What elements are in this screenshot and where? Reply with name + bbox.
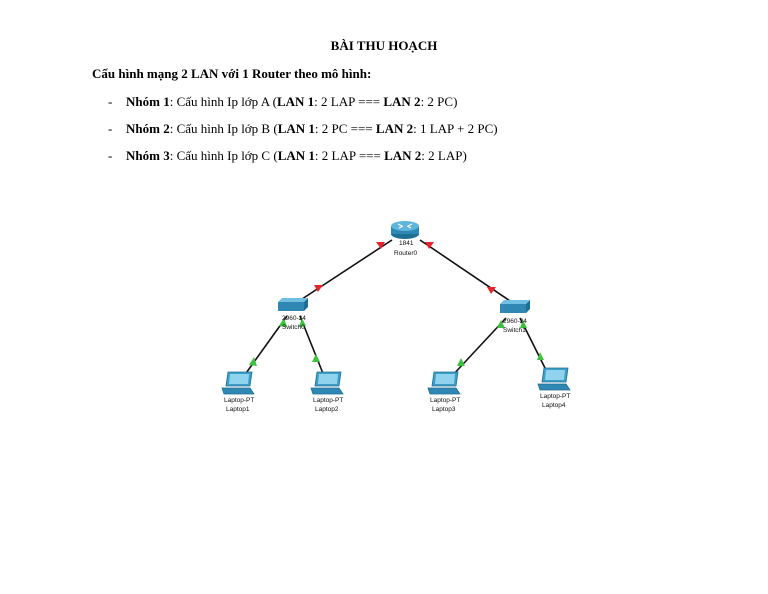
group-text: : 2 PC) [420, 94, 458, 109]
group-text: : 2 LAP) [421, 148, 467, 163]
group-text: : 1 LAP + 2 PC) [413, 121, 498, 136]
link-up-marker [497, 320, 505, 328]
link-router-switch0 [295, 239, 393, 304]
group-text: : 2 LAP === [314, 148, 385, 163]
lan2-label: LAN 2 [384, 148, 422, 163]
group-item: -Nhóm 1: Cấu hình Ip lớp A (LAN 1: 2 LAP… [108, 94, 457, 110]
router-name-label: Router0 [394, 250, 418, 257]
laptop4-name-label: Laptop4 [542, 402, 566, 409]
lan1-label: LAN 1 [277, 148, 315, 163]
switch-icon [500, 300, 530, 313]
link-up-marker [299, 318, 306, 327]
bullet-dash: - [108, 148, 113, 163]
link-up-marker [457, 358, 465, 366]
laptop-icon [221, 371, 255, 395]
group-item: -Nhóm 3: Cấu hình Ip lớp C (LAN 1: 2 LAP… [108, 148, 467, 164]
switch0-name-label: Switch0 [282, 324, 305, 331]
document-title: BÀI THU HOẠCH [330, 38, 438, 53]
group-name: Nhóm 3 [126, 148, 170, 163]
link-down-marker [487, 287, 496, 294]
laptop1-name-label: Laptop1 [226, 406, 250, 413]
laptop3-name-label: Laptop3 [432, 406, 456, 413]
router-icon [391, 221, 419, 239]
lan2-label: LAN 2 [375, 121, 414, 136]
laptop2-model-label: Laptop-PT [313, 397, 343, 404]
laptop3-model-label: Laptop-PT [430, 397, 460, 404]
laptop2-name-label: Laptop2 [315, 406, 339, 413]
link-switch1-laptop3 [450, 317, 507, 378]
link-status-markers [249, 242, 544, 366]
laptop4-model-label: Laptop-PT [540, 393, 570, 400]
group-text: : Cấu hình Ip lớp B ( [169, 121, 278, 136]
group-name: Nhóm 2 [126, 121, 170, 136]
group-text: : Cấu hình Ip lớp A ( [169, 94, 277, 109]
link-down-marker [314, 285, 323, 292]
switch1-model-label: 2960-24 [503, 318, 527, 325]
link-up-marker [279, 318, 287, 327]
group-text: : 2 LAP === [314, 94, 384, 109]
laptop1-model-label: Laptop-PT [224, 397, 254, 404]
document-subtitle: Cấu hình mạng 2 LAN với 1 Router theo mô… [92, 66, 372, 81]
bullet-dash: - [108, 121, 113, 136]
switch1-name-label: Switch1 [503, 327, 526, 334]
bullet-dash: - [108, 94, 113, 109]
laptop-icon [537, 367, 571, 391]
group-item: -Nhóm 2: Cấu hình Ip lớp B (LAN 1: 2 PC … [108, 121, 498, 137]
link-down-marker [376, 242, 385, 249]
link-down-marker [425, 242, 434, 249]
group-text: : Cấu hình Ip lớp C ( [169, 148, 278, 163]
group-name: Nhóm 1 [126, 94, 170, 109]
link-up-marker [249, 357, 257, 366]
lan1-label: LAN 1 [276, 94, 315, 109]
lan1-label: LAN 1 [277, 121, 315, 136]
switch0-model-label: 2960-24 [282, 315, 306, 322]
switch-icon [278, 298, 308, 311]
link-up-marker [537, 352, 544, 360]
link-router-switch1 [419, 239, 517, 306]
link-up-marker [520, 320, 527, 328]
lan2-label: LAN 2 [383, 94, 421, 109]
group-text: : 2 PC === [314, 121, 376, 136]
link-up-marker [312, 354, 320, 362]
laptop-icon [310, 371, 344, 395]
laptop-icon [427, 371, 461, 395]
router-model-label: 1841 [399, 240, 414, 247]
